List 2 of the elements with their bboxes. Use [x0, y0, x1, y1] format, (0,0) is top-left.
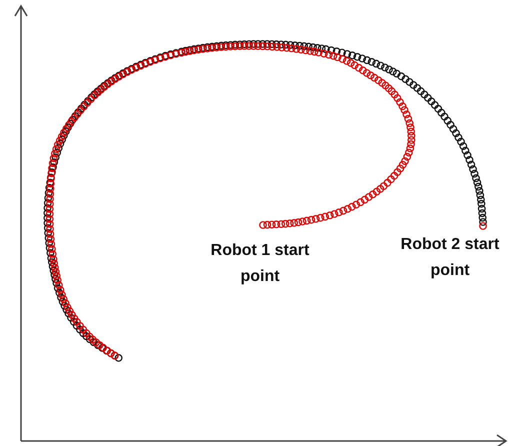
start-point-label: Robot 2 start point — [400, 235, 500, 281]
start-point-label: Robot 1 start point — [210, 241, 310, 287]
